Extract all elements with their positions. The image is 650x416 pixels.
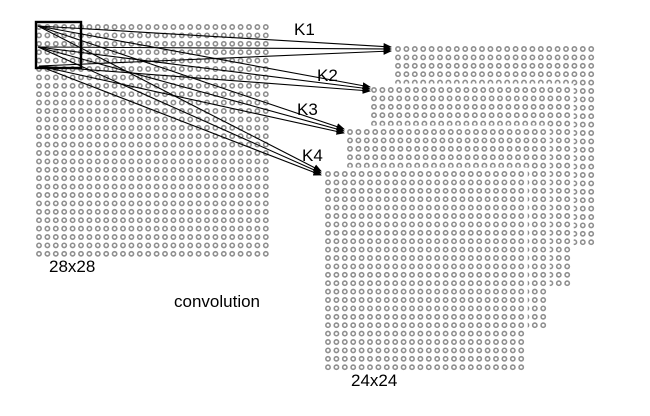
arrow-line-k4 — [37, 25, 322, 172]
kernel-window — [34, 20, 83, 70]
feature-maps — [321, 42, 598, 374]
kernel-label-k2: K2 — [317, 66, 338, 85]
arrow-line-k2 — [38, 65, 371, 94]
arrow-line-k4 — [37, 46, 322, 174]
input-size-label: 28x28 — [49, 257, 95, 276]
kernel-label-k3: K3 — [297, 100, 318, 119]
arrow-line-k1 — [37, 25, 392, 51]
arrow-line-k1 — [37, 45, 392, 53]
operation-label: convolution — [174, 292, 260, 311]
arrow-line-k2 — [37, 25, 371, 90]
output-size-label: 24x24 — [351, 371, 397, 390]
kernel-label-k1: K1 — [294, 20, 315, 39]
arrow-line-k3 — [37, 46, 345, 133]
arrow-line-k3 — [38, 65, 345, 135]
arrow-line-k4 — [38, 65, 322, 176]
kernel-label-k4: K4 — [302, 146, 323, 165]
arrow-line-k3 — [37, 25, 345, 130]
feature-map-k4 — [321, 167, 528, 374]
feature-map-k4-bg — [321, 167, 528, 374]
connection-arrows — [37, 25, 392, 176]
input-grid — [36, 24, 269, 257]
